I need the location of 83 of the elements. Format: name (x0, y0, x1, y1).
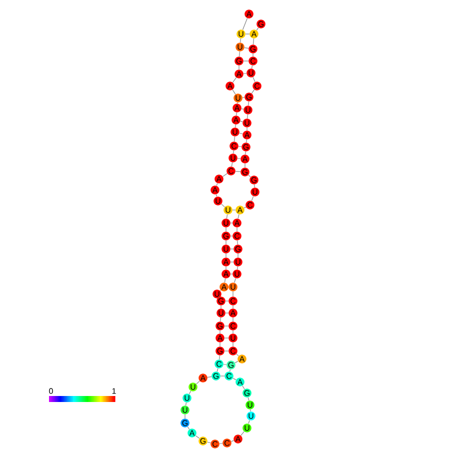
backbone-line (232, 291, 234, 297)
backbone-line (239, 51, 240, 57)
backbone-line (207, 376, 212, 378)
scale-label: 1 (112, 388, 116, 394)
backbone-line (254, 184, 255, 188)
backbone-line (231, 162, 233, 167)
backbone-line (232, 342, 234, 347)
backbone-line (248, 397, 250, 401)
base-pair-line (225, 300, 229, 302)
backbone-line (242, 386, 245, 390)
backbone-line (236, 112, 237, 116)
backbone-line (248, 420, 250, 424)
backbone-line (185, 402, 187, 406)
backbone-line (237, 240, 238, 245)
backbone-line (226, 214, 228, 219)
backbone-line (234, 360, 238, 364)
backbone-line (232, 90, 236, 94)
backbone-line (222, 173, 228, 177)
base-pair-line (243, 60, 249, 62)
backbone-line (233, 150, 234, 154)
backbone-line (251, 196, 254, 201)
backbone-line (242, 18, 248, 30)
backbone-line (256, 27, 259, 31)
backbone-line (244, 163, 246, 168)
backbone-line (184, 414, 186, 419)
base-pair-line (224, 350, 229, 352)
base-pair-line (225, 312, 229, 314)
backbone-line (246, 127, 248, 131)
backbone-line (250, 409, 251, 412)
backbone-line (248, 174, 251, 178)
backbone-line (238, 65, 240, 70)
backbone-line (238, 214, 240, 219)
backbone-line (234, 278, 236, 283)
backbone-line (232, 77, 237, 83)
backbone-line (251, 89, 255, 94)
backbone-line (252, 53, 254, 57)
base-pair-line (223, 364, 227, 365)
backbone-line (232, 305, 234, 309)
scale-label: 0 (49, 388, 53, 394)
base-pair-line (237, 158, 241, 159)
backbone-line (240, 431, 244, 436)
backbone-line (219, 355, 220, 360)
backbone-line (224, 278, 226, 283)
base-pair-line (230, 248, 234, 250)
backbone-line (251, 65, 253, 69)
backbone-line (232, 317, 234, 322)
backbone-line (240, 38, 241, 43)
backbone-line (252, 76, 256, 82)
backbone-line (234, 136, 235, 142)
backbone-line (216, 368, 218, 372)
backbone-line (207, 442, 211, 444)
backbone-line (219, 443, 223, 444)
backbone-line (245, 151, 246, 155)
backbone-line (253, 38, 254, 45)
backbone-line (237, 266, 238, 270)
base-pair-line (242, 97, 245, 98)
backbone-line (231, 440, 234, 442)
backbone-line (195, 435, 200, 439)
backbone-line (235, 124, 236, 128)
base-pair-line (241, 108, 244, 110)
base-pair-line (235, 171, 241, 172)
backbone-line (236, 354, 239, 356)
backbone-line (248, 101, 249, 106)
backbone-line (216, 194, 218, 197)
base-pair-line (238, 146, 242, 147)
backbone-line (196, 380, 200, 384)
base-pair-line (240, 120, 243, 122)
backbone-line (220, 305, 222, 309)
base-pair-line (230, 222, 233, 224)
backbone-line (220, 317, 221, 322)
base-pair-line (243, 73, 247, 74)
base-pair-line (239, 132, 243, 134)
backbone-line (244, 206, 246, 208)
backbone-line (232, 330, 234, 334)
backbone-line (232, 378, 236, 380)
backbone-line (247, 114, 248, 119)
backbone-line (221, 204, 225, 208)
backbone-line (236, 227, 238, 232)
backbone-line (187, 426, 190, 430)
backbone-line (246, 139, 247, 143)
backbone-line (188, 390, 192, 394)
backbone-line (216, 183, 218, 186)
base-pair-line (244, 47, 249, 49)
